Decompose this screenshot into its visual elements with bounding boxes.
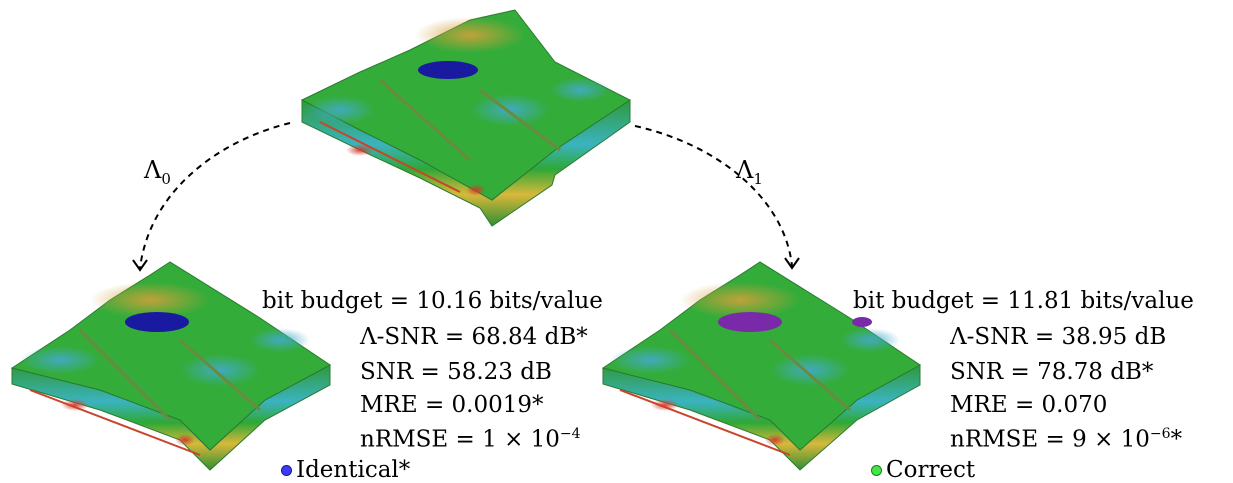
right-nrmse: nRMSE = 9 × 10−6* — [950, 427, 1182, 452]
right-snr: SNR = 78.78 dB* — [950, 359, 1154, 385]
arrow-lambda1-head — [784, 257, 800, 270]
right-nrmse-suffix: * — [1170, 426, 1183, 453]
top-hotspot — [418, 61, 478, 79]
arrow-lambda1 — [634, 125, 793, 267]
right-legend-label: Correct — [886, 457, 976, 483]
left-nrmse: nRMSE = 1 × 10−4 — [360, 427, 581, 452]
left-snr: SNR = 58.23 dB — [360, 359, 552, 385]
lambda1-symbol: Λ — [736, 156, 754, 184]
right-bit-budget: bit budget = 11.81 bits/value — [853, 288, 1194, 314]
left-legend-label: Identical* — [296, 457, 411, 483]
left-mre: MRE = 0.0019* — [360, 392, 544, 418]
arrow-lambda0-head — [132, 259, 148, 272]
left-legend-dot — [281, 465, 292, 476]
left-bit-budget: bit budget = 10.16 bits/value — [262, 288, 603, 314]
right-legend: Correct — [871, 459, 975, 482]
left-nrmse-base: nRMSE = 1 × 10 — [360, 426, 560, 453]
left-nrmse-exponent: −4 — [559, 426, 581, 442]
lambda1-label: Λ1 — [736, 158, 763, 187]
right-legend-dot — [871, 465, 882, 476]
left-lambda-snr: Λ-SNR = 68.84 dB* — [360, 324, 588, 350]
right-hotspot — [718, 312, 782, 332]
arrow-lambda0 — [139, 122, 291, 269]
lambda0-subscript: 0 — [161, 169, 171, 188]
left-hotspot — [125, 312, 189, 332]
lambda0-label: Λ0 — [144, 158, 171, 187]
left-seismic-volume — [10, 261, 331, 471]
right-nrmse-base: nRMSE = 9 × 10 — [950, 426, 1150, 453]
left-legend: Identical* — [281, 459, 410, 482]
right-seismic-volume — [601, 261, 921, 471]
top-seismic-volume — [300, 9, 631, 227]
right-mre: MRE = 0.070 — [950, 392, 1108, 418]
lambda0-symbol: Λ — [144, 156, 162, 184]
lambda1-subscript: 1 — [753, 169, 763, 188]
right-lambda-snr: Λ-SNR = 38.95 dB — [950, 324, 1167, 350]
right-nrmse-exponent: −6 — [1149, 426, 1171, 442]
